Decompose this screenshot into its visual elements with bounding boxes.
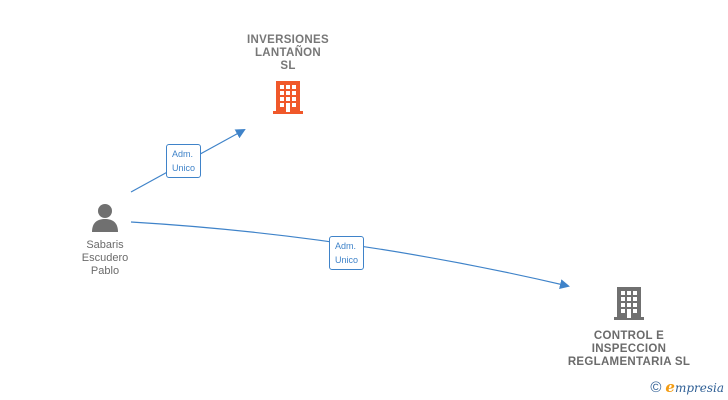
building-icon bbox=[614, 287, 644, 320]
edge-label-role[interactable]: Adm. Unico bbox=[166, 144, 202, 178]
building-icon bbox=[273, 81, 303, 114]
brand-name: empresia bbox=[665, 378, 724, 396]
company-node-inversiones[interactable]: INVERSIONES LANTAÑON SL bbox=[228, 34, 348, 120]
person-name-label: Sabaris Escudero Pablo bbox=[81, 239, 129, 277]
person-icon bbox=[92, 204, 118, 232]
copyright-icon: © bbox=[650, 378, 662, 396]
company-name-label: CONTROL E INSPECCION REGLAMENTARIA SL bbox=[567, 330, 691, 368]
edge-label-role[interactable]: Adm. Unico bbox=[329, 236, 365, 270]
company-name-label: INVERSIONES LANTAÑON SL bbox=[247, 34, 329, 72]
brand-logo[interactable]: © empresia bbox=[650, 378, 724, 396]
company-node-control[interactable]: CONTROL E INSPECCION REGLAMENTARIA SL bbox=[560, 285, 698, 369]
person-node-sabaris[interactable]: Sabaris Escudero Pablo bbox=[70, 202, 140, 278]
